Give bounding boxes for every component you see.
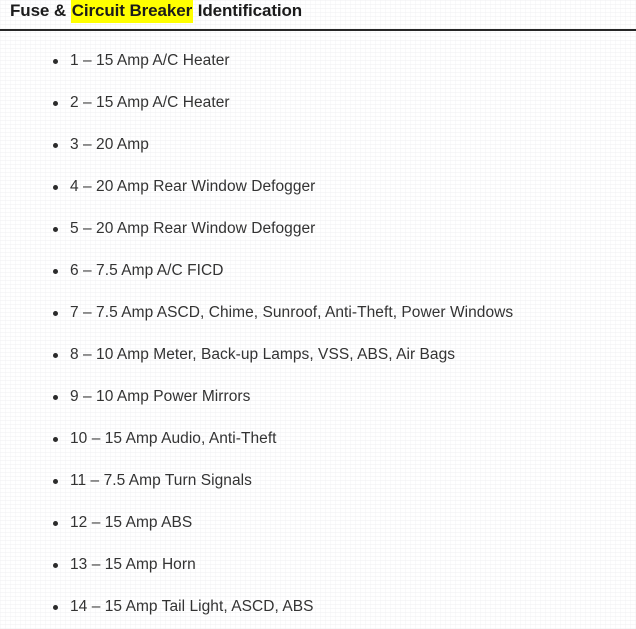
list-item-label: 10 – 15 Amp Audio, Anti-Theft — [70, 430, 277, 447]
bullet-icon — [53, 521, 58, 526]
bullet-icon — [53, 101, 58, 106]
page-title-highlighted-term: Circuit Breaker — [70, 0, 194, 23]
list-item-label: 12 – 15 Amp ABS — [70, 514, 193, 531]
list-item-label: 4 – 20 Amp Rear Window Defogger — [70, 178, 316, 195]
list-item: 4 – 20 Amp Rear Window Defogger — [0, 166, 636, 208]
page-title-prefix: Fuse & — [10, 1, 71, 20]
list-item: 3 – 20 Amp — [0, 124, 636, 166]
list-item-label: 9 – 10 Amp Power Mirrors — [70, 388, 251, 405]
list-item: 9 – 10 Amp Power Mirrors — [0, 376, 636, 418]
bullet-icon — [53, 563, 58, 568]
bullet-icon — [53, 143, 58, 148]
list-item: 10 – 15 Amp Audio, Anti-Theft — [0, 418, 636, 460]
list-item: 13 – 15 Amp Horn — [0, 544, 636, 586]
list-item-label: 7 – 7.5 Amp ASCD, Chime, Sunroof, Anti-T… — [70, 304, 514, 321]
page-title-suffix: Identification — [193, 1, 303, 20]
list-item-label: 14 – 15 Amp Tail Light, ASCD, ABS — [70, 598, 314, 615]
list-item-label: 11 – 7.5 Amp Turn Signals — [70, 472, 252, 489]
bullet-icon — [53, 395, 58, 400]
bullet-icon — [53, 479, 58, 484]
bullet-icon — [53, 185, 58, 190]
list-item: 12 – 15 Amp ABS — [0, 502, 636, 544]
header-divider — [0, 29, 636, 31]
list-item: 1 – 15 Amp A/C Heater — [0, 40, 636, 82]
list-item-label: 5 – 20 Amp Rear Window Defogger — [70, 220, 316, 237]
bullet-icon — [53, 605, 58, 610]
list-item-label: 1 – 15 Amp A/C Heater — [70, 52, 230, 69]
page-header: Fuse & Circuit Breaker Identification — [0, 0, 636, 28]
bullet-icon — [53, 227, 58, 232]
list-item: 6 – 7.5 Amp A/C FICD — [0, 250, 636, 292]
bullet-icon — [53, 353, 58, 358]
list-item-label: 3 – 20 Amp — [70, 136, 149, 153]
list-item-label: 13 – 15 Amp Horn — [70, 556, 196, 573]
bullet-icon — [53, 59, 58, 64]
list-item-label: 2 – 15 Amp A/C Heater — [70, 94, 230, 111]
fuse-identification-list: 1 – 15 Amp A/C Heater 2 – 15 Amp A/C Hea… — [0, 40, 636, 628]
list-item: 2 – 15 Amp A/C Heater — [0, 82, 636, 124]
list-item: 11 – 7.5 Amp Turn Signals — [0, 460, 636, 502]
bullet-icon — [53, 311, 58, 316]
list-item: 7 – 7.5 Amp ASCD, Chime, Sunroof, Anti-T… — [0, 292, 636, 334]
list-item: 14 – 15 Amp Tail Light, ASCD, ABS — [0, 586, 636, 628]
bullet-icon — [53, 437, 58, 442]
list-item: 8 – 10 Amp Meter, Back-up Lamps, VSS, AB… — [0, 334, 636, 376]
list-item-label: 8 – 10 Amp Meter, Back-up Lamps, VSS, AB… — [70, 346, 456, 363]
page-title: Fuse & Circuit Breaker Identification — [10, 0, 302, 24]
list-item-label: 6 – 7.5 Amp A/C FICD — [70, 262, 224, 279]
bullet-icon — [53, 269, 58, 274]
list-item: 5 – 20 Amp Rear Window Defogger — [0, 208, 636, 250]
